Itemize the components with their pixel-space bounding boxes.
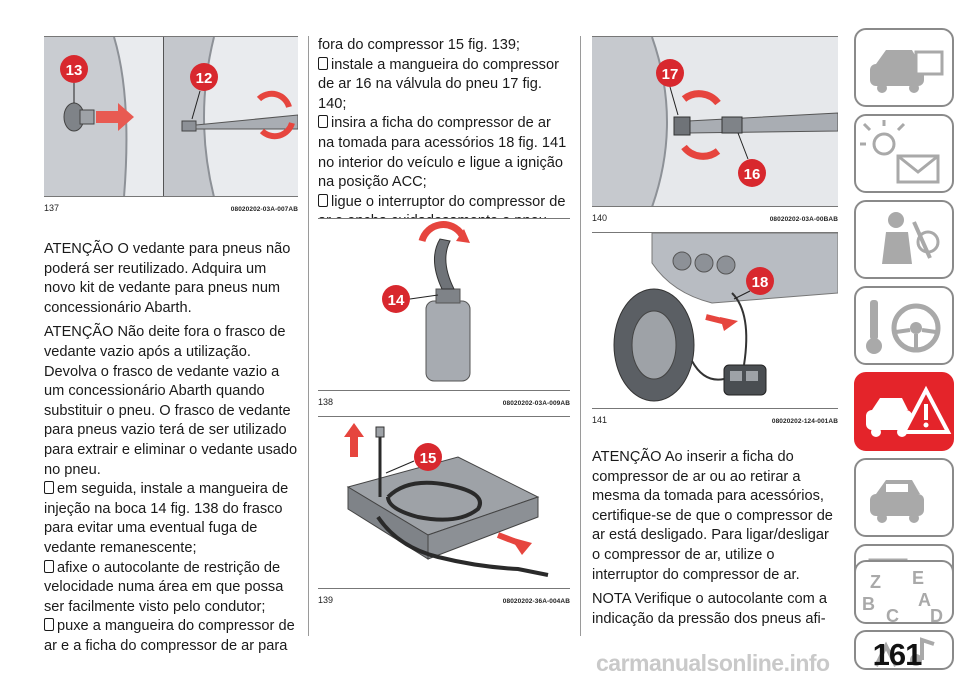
- tab-key-steering[interactable]: [854, 286, 954, 365]
- figure-code: 08020202-03A-009AB: [502, 400, 570, 407]
- checkbox-bullet-icon: [44, 481, 54, 495]
- checkbox-bullet-icon: [318, 193, 328, 207]
- note-paragraph: NOTA Verifique o autocolante com a indic…: [592, 591, 827, 627]
- bullet-item: afixe o autocolante de restrição de velo…: [44, 559, 284, 615]
- figure-number: 137: [44, 203, 60, 213]
- svg-text:D: D: [930, 606, 943, 626]
- figure-141-caption: 141 08020202-124-001AB: [592, 408, 838, 426]
- tab-alphabetical-index[interactable]: Z E A B C D: [854, 560, 954, 626]
- multimedia-icon: [874, 637, 935, 667]
- tab-multimedia[interactable]: [854, 630, 954, 670]
- breakdown-warning-icon: [866, 385, 952, 437]
- figure-138-caption: 138 08020202-03A-009AB: [318, 390, 570, 408]
- bullet-item: instale a mangueira do compressor de ar …: [318, 56, 559, 112]
- figure-code: 08020202-124-001AB: [771, 418, 838, 425]
- figure-number: 139: [318, 595, 334, 605]
- figure-code: 08020202-03A-007AB: [230, 206, 298, 213]
- figure-137: 13 12: [44, 36, 298, 196]
- callout-16: 16: [744, 166, 761, 183]
- bullet-item: puxe a mangueira do compressor de ar e a…: [44, 618, 295, 654]
- figure-141: 18: [592, 232, 838, 408]
- column-left-text: ATENÇÃO O vedante para pneus não poderá …: [44, 240, 298, 656]
- figure-number: 140: [592, 213, 608, 223]
- car-dashboard-icon: [870, 50, 944, 93]
- car-service-icon: [870, 480, 924, 523]
- warning-paragraph: ATENÇÃO Não deite fora o frasco de vedan…: [44, 324, 298, 478]
- continued-text: fora do compressor 15 fig. 139;: [318, 37, 520, 53]
- alphabetical-index-icon: Z E A B C D: [862, 568, 943, 626]
- svg-text:B: B: [862, 594, 875, 614]
- svg-text:E: E: [912, 568, 924, 588]
- svg-text:Z: Z: [870, 572, 881, 592]
- checkbox-bullet-icon: [44, 618, 54, 632]
- callout-14: 14: [388, 292, 405, 309]
- tab-warning-lights[interactable]: [854, 114, 954, 193]
- warning-paragraph: ATENÇÃO Ao inserir a ficha do compressor…: [592, 449, 833, 583]
- key-steering-wheel-icon: [866, 300, 941, 354]
- page-number: 161: [872, 637, 923, 672]
- callout-12: 12: [196, 70, 213, 87]
- figure-number: 141: [592, 415, 608, 425]
- figure-137-caption: 137 08020202-03A-007AB: [44, 196, 298, 214]
- checkbox-bullet-icon: [44, 559, 54, 573]
- callout-18: 18: [752, 274, 769, 291]
- figure-140: 17 16: [592, 36, 838, 206]
- callout-17: 17: [662, 66, 679, 83]
- figure-139: 15: [318, 416, 570, 588]
- column-right-text: ATENÇÃO Ao inserir a ficha do compressor…: [592, 448, 838, 634]
- tab-seat-airbag[interactable]: [854, 200, 954, 279]
- checkbox-bullet-icon: [318, 56, 328, 70]
- column-divider: [580, 36, 581, 636]
- tab-breakdown[interactable]: [854, 372, 954, 451]
- tab-car-service[interactable]: [854, 458, 954, 537]
- figure-code: 08020202-36A-004AB: [502, 598, 570, 605]
- svg-text:C: C: [886, 606, 899, 626]
- bullet-item: insira a ficha do compressor de ar na to…: [318, 115, 567, 191]
- seat-airbag-icon: [882, 212, 940, 264]
- warning-lights-icon: [860, 120, 940, 184]
- watermark: carmanualsonline.info: [596, 650, 830, 676]
- figure-code: 08020202-03A-00BAB: [769, 216, 838, 223]
- tab-car-dashboard[interactable]: [854, 28, 954, 107]
- figure-number: 138: [318, 397, 334, 407]
- callout-15: 15: [420, 450, 437, 467]
- figure-140-caption: 140 08020202-03A-00BAB: [592, 206, 838, 224]
- bullet-item: em seguida, instale a mangueira de injeç…: [44, 481, 289, 556]
- figure-139-caption: 139 08020202-36A-004AB: [318, 588, 570, 606]
- column-divider: [308, 36, 309, 636]
- warning-paragraph: ATENÇÃO O vedante para pneus não poderá …: [44, 241, 291, 316]
- callout-13: 13: [66, 62, 83, 79]
- figure-138: 14: [318, 218, 570, 390]
- svg-text:A: A: [918, 590, 931, 610]
- checkbox-bullet-icon: [318, 115, 328, 129]
